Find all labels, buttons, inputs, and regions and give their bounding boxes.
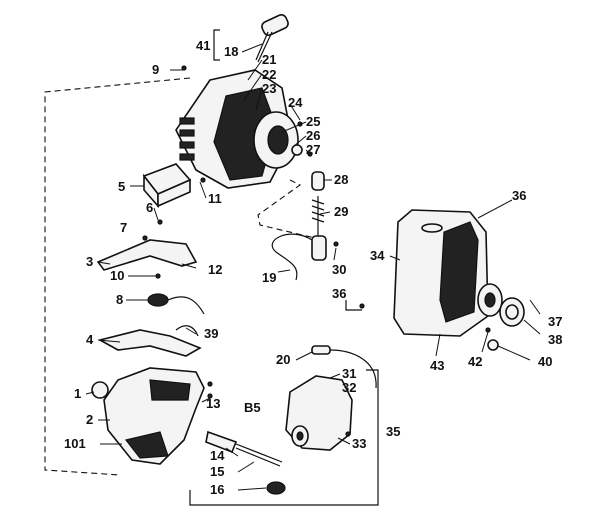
washer [487, 339, 499, 351]
spark-plug-boot [311, 171, 325, 191]
callout-8: 8 [116, 292, 123, 307]
callout-18: 18 [224, 44, 238, 59]
callout-39: 39 [204, 326, 218, 341]
callout-30: 30 [332, 262, 346, 277]
callout-4: 4 [86, 332, 94, 347]
callout-23: 23 [262, 81, 276, 96]
engine-block-assembly [175, 69, 303, 189]
group-bracket-35 [189, 369, 379, 506]
callout-25: 25 [306, 114, 320, 129]
callout-13: 13 [206, 396, 220, 411]
callout-1: 1 [74, 386, 81, 401]
lower-shroud [91, 367, 205, 465]
callout-28: 28 [334, 172, 348, 187]
ground-wire [175, 325, 199, 337]
callout-21: 21 [262, 52, 276, 67]
callout-12: 12 [208, 262, 222, 277]
callout-33: 33 [352, 436, 366, 451]
callout-26: 26 [306, 128, 320, 143]
starter-handle [255, 14, 289, 63]
callout-labels: 41 18 9 21 22 23 24 25 26 27 5 11 28 36 … [64, 38, 562, 497]
callout-101: 101 [64, 436, 86, 451]
callout-14: 14 [210, 448, 225, 463]
callout-24: 24 [288, 95, 303, 110]
fuel-tank [285, 375, 353, 451]
callout-36: 36 [512, 188, 526, 203]
callout-42: 42 [468, 354, 482, 369]
callout-22: 22 [262, 67, 276, 82]
air-filter [142, 163, 192, 209]
callout-3: 3 [86, 254, 93, 269]
assembly-boundary [44, 77, 191, 476]
callout-35: 35 [386, 424, 400, 439]
group-bracket-36 [345, 300, 362, 311]
callout-b5: B5 [244, 400, 261, 415]
fuel-line [311, 345, 377, 389]
callout-31: 31 [342, 366, 356, 381]
drive-shaft [205, 430, 286, 495]
callout-32: 32 [342, 380, 356, 395]
callout-36b: 36 [332, 286, 346, 301]
group-bracket-41 [213, 29, 220, 61]
callout-20: 20 [276, 352, 290, 367]
callout-40: 40 [538, 354, 552, 369]
clamp [499, 297, 525, 327]
callout-27: 27 [306, 142, 320, 157]
callout-34: 34 [370, 248, 385, 263]
callout-6: 6 [146, 200, 153, 215]
callout-19: 19 [262, 270, 276, 285]
callout-2: 2 [86, 412, 93, 427]
assembly-boundary-lower [257, 179, 316, 239]
callout-15: 15 [210, 464, 224, 479]
callout-5: 5 [118, 179, 125, 194]
leader-lines [85, 43, 541, 491]
callout-16: 16 [210, 482, 224, 497]
callout-41: 41 [196, 38, 210, 53]
callout-9: 9 [152, 62, 159, 77]
switch [147, 293, 169, 307]
switch-wire [167, 296, 205, 315]
throttle-bracket [96, 239, 198, 271]
callout-37: 37 [548, 314, 562, 329]
callout-29: 29 [334, 204, 348, 219]
callout-11: 11 [208, 191, 222, 206]
ignition-wire [271, 233, 313, 281]
callout-43: 43 [430, 358, 444, 373]
engine-housing [393, 209, 503, 337]
callout-7: 7 [120, 220, 127, 235]
callout-10: 10 [110, 268, 124, 283]
ignition-coil [311, 196, 327, 261]
callout-38: 38 [548, 332, 562, 347]
clamp-plate [97, 329, 202, 357]
